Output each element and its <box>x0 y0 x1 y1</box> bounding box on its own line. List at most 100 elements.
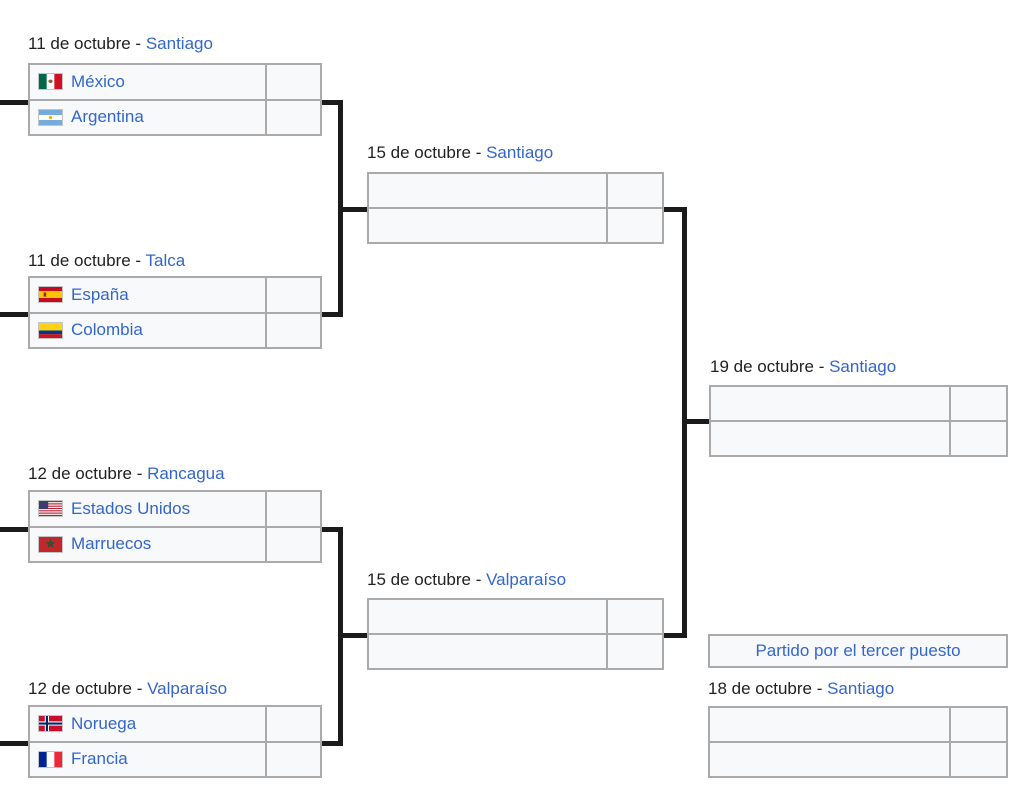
team-cell <box>711 387 949 420</box>
score-cell <box>606 600 662 633</box>
team-cell <box>710 708 949 741</box>
argentina-flag-icon[interactable] <box>38 108 63 126</box>
connector-sf2-entry-line <box>338 633 367 638</box>
score-cell <box>949 743 1006 776</box>
connector-qf4-exit-line <box>322 741 343 746</box>
qf3-match-table: Estados Unidos Marruecos <box>28 490 322 563</box>
score-cell <box>606 635 662 668</box>
connector-qf1-stub-line <box>0 100 28 105</box>
sf1-header: 15 de octubre - Santiago <box>367 143 553 163</box>
final-header: 19 de octubre - Santiago <box>710 357 896 377</box>
team-cell <box>710 743 949 776</box>
sf2-date: 15 de octubre - <box>367 570 487 589</box>
team-cell <box>369 174 606 207</box>
team-cell: Argentina <box>30 101 265 135</box>
final-date: 19 de octubre - <box>710 357 830 376</box>
score-cell <box>265 100 320 134</box>
team-row: Noruega <box>30 707 320 741</box>
team-cell <box>369 209 606 242</box>
team-name-link[interactable]: México <box>71 71 125 91</box>
third-place-link[interactable]: Partido por el tercer puesto <box>755 641 961 660</box>
morocco-flag-icon[interactable] <box>38 535 63 553</box>
qf1-match-table: México Argentina <box>28 63 322 136</box>
third-place-city-link[interactable]: Santiago <box>827 679 895 698</box>
qf4-header: 12 de octubre - Valparaíso <box>28 679 227 699</box>
team-row <box>369 600 662 633</box>
score-cell <box>949 708 1006 741</box>
mexico-flag-icon[interactable] <box>38 73 63 91</box>
connector-qf2-stub-line <box>0 312 28 317</box>
team-name-link[interactable]: Argentina <box>71 107 144 127</box>
team-cell <box>369 635 606 668</box>
qf3-city-link[interactable]: Rancagua <box>147 464 225 483</box>
team-name-link[interactable]: Marruecos <box>71 534 152 554</box>
france-flag-icon[interactable] <box>38 750 63 768</box>
sf1-city-link[interactable]: Santiago <box>486 143 554 162</box>
team-cell: Colombia <box>30 314 265 348</box>
sf1-match-table <box>367 172 664 244</box>
qf2-city-link[interactable]: Talca <box>145 251 186 270</box>
score-cell <box>265 313 320 347</box>
connector-qf3-stub-line <box>0 527 28 532</box>
team-row <box>369 633 662 668</box>
score-cell <box>265 65 320 99</box>
connector-qf3-exit-line <box>322 527 343 532</box>
qf3-header: 12 de octubre - Rancagua <box>28 464 225 484</box>
team-row: Estados Unidos <box>30 492 320 526</box>
team-cell: España <box>30 278 265 312</box>
team-name-link[interactable]: Estados Unidos <box>71 498 191 518</box>
sf1-date: 15 de octubre - <box>367 143 487 162</box>
team-row <box>711 420 1006 455</box>
third-place-header: 18 de octubre - Santiago <box>708 679 894 699</box>
team-cell: Francia <box>30 743 265 777</box>
qf2-header: 11 de octubre - Talca <box>28 251 185 271</box>
team-row: Argentina <box>30 98 320 135</box>
score-cell <box>265 527 320 561</box>
qf2-match-table: España Colombia <box>28 276 322 349</box>
spain-flag-icon[interactable] <box>38 286 63 304</box>
colombia-flag-icon[interactable] <box>38 321 63 339</box>
team-row: España <box>30 278 320 312</box>
score-cell <box>265 278 320 312</box>
sf2-city-link[interactable]: Valparaíso <box>486 570 567 589</box>
score-cell <box>265 742 320 776</box>
team-row: Colombia <box>30 311 320 348</box>
score-cell <box>606 174 662 207</box>
team-name-link[interactable]: España <box>71 284 129 304</box>
team-row <box>369 174 662 207</box>
qf4-match-table: Noruega Francia <box>28 705 322 778</box>
score-cell <box>265 492 320 526</box>
third-place-date: 18 de octubre - <box>708 679 828 698</box>
team-cell: Estados Unidos <box>30 492 265 526</box>
third-place-title-box: Partido por el tercer puesto <box>708 634 1008 668</box>
team-row: Francia <box>30 740 320 777</box>
team-name-link[interactable]: Noruega <box>71 713 137 733</box>
norway-flag-icon[interactable] <box>38 715 63 733</box>
score-cell <box>949 422 1006 455</box>
connector-sf1-entry-line <box>338 207 367 212</box>
sf2-match-table <box>367 598 664 670</box>
team-name-link[interactable]: Colombia <box>71 320 143 340</box>
team-row <box>711 387 1006 420</box>
team-cell: Marruecos <box>30 528 265 562</box>
connector-final-entry-line <box>682 419 709 424</box>
qf2-date: 11 de octubre - <box>28 251 146 270</box>
qf1-header: 11 de octubre - Santiago <box>28 34 213 54</box>
team-name-link[interactable]: Francia <box>71 749 128 769</box>
sf2-header: 15 de octubre - Valparaíso <box>367 570 566 590</box>
team-row <box>710 741 1006 776</box>
qf4-date: 12 de octubre - <box>28 679 148 698</box>
connector-qf4-stub-line <box>0 741 28 746</box>
third-place-match-table <box>708 706 1008 778</box>
team-row <box>710 708 1006 741</box>
usa-flag-icon[interactable] <box>38 500 63 518</box>
qf3-date: 12 de octubre - <box>28 464 148 483</box>
qf1-city-link[interactable]: Santiago <box>145 34 213 53</box>
connector-qf2-exit-line <box>322 312 343 317</box>
connector-sf1-exit-line <box>664 207 687 212</box>
final-city-link[interactable]: Santiago <box>829 357 897 376</box>
qf4-city-link[interactable]: Valparaíso <box>147 679 228 698</box>
team-row <box>369 207 662 242</box>
score-cell <box>949 387 1006 420</box>
